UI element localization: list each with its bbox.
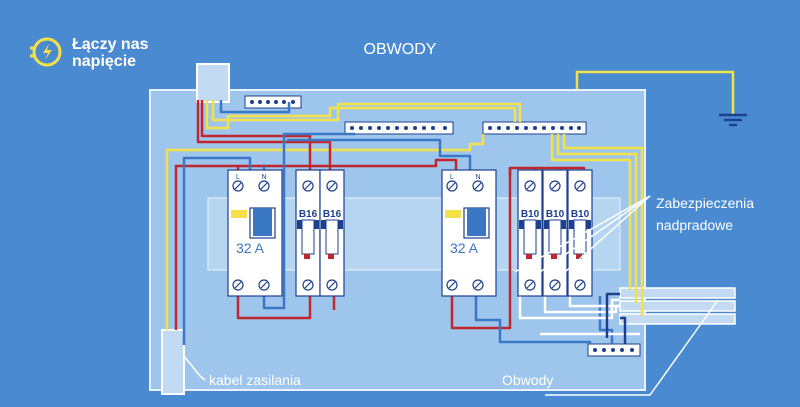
rcd-lever: [467, 208, 486, 236]
rcd-right-pole-l: L: [450, 174, 454, 181]
diagram-title: OBWODY: [364, 41, 437, 58]
rcd-test-button: [445, 210, 461, 218]
label-overcurrent-line2: nadpradowe: [656, 217, 733, 233]
wires: [165, 100, 644, 345]
supply-cable-bottom: [161, 329, 185, 395]
label-overcurrent-line1: Zabezpieczenia: [656, 195, 754, 211]
supply-cable-top: [196, 63, 230, 103]
plug-icon: [32, 37, 62, 67]
leader-lines: [183, 195, 719, 396]
label-supply-cable: kabel zasilania: [209, 372, 301, 388]
logo-text-line1: Łączy nas: [72, 36, 149, 53]
label-circuits: Obwody: [502, 372, 553, 388]
mcb-b10-1-label: B10: [521, 209, 540, 220]
mcb-b16-1-label: B16: [299, 209, 318, 220]
rcd-right-pole-n: N: [475, 174, 480, 181]
rcd-test-button: [231, 210, 247, 218]
mcb-b10-3-label: B10: [571, 209, 590, 220]
mcb-b10-2-label: B10: [546, 209, 565, 220]
rcd-left-pole-n: N: [261, 174, 266, 181]
rcd-left-pole-l: L: [236, 174, 240, 181]
mcb-b10-3: B10: [567, 169, 593, 297]
rcd-lever: [253, 208, 272, 236]
mcb-b10-2: B10: [542, 169, 568, 297]
terminal-strip-small: [244, 95, 302, 109]
rcd-left-rating: 32 A: [236, 240, 265, 256]
rcd-right: L N 32 A: [441, 169, 497, 297]
mcb-b10-1: B10: [517, 169, 543, 297]
logo: Łączy nas napięcie: [30, 36, 149, 70]
rcd-right-rating: 32 A: [450, 240, 479, 256]
mcb-b16-2-label: B16: [323, 209, 342, 220]
terminal-strip-neutral: [344, 121, 454, 135]
bolt-icon: [43, 44, 52, 60]
mcb-b16-2: B16: [319, 169, 345, 297]
logo-text-line2: napięcie: [72, 53, 136, 70]
mcb-b16-1: B16: [295, 169, 321, 297]
terminal-strip-pe: [482, 121, 587, 135]
terminal-strip-output: [587, 343, 641, 357]
ground-icon: [719, 113, 747, 127]
rcd-left: L N 32 A: [227, 169, 283, 297]
